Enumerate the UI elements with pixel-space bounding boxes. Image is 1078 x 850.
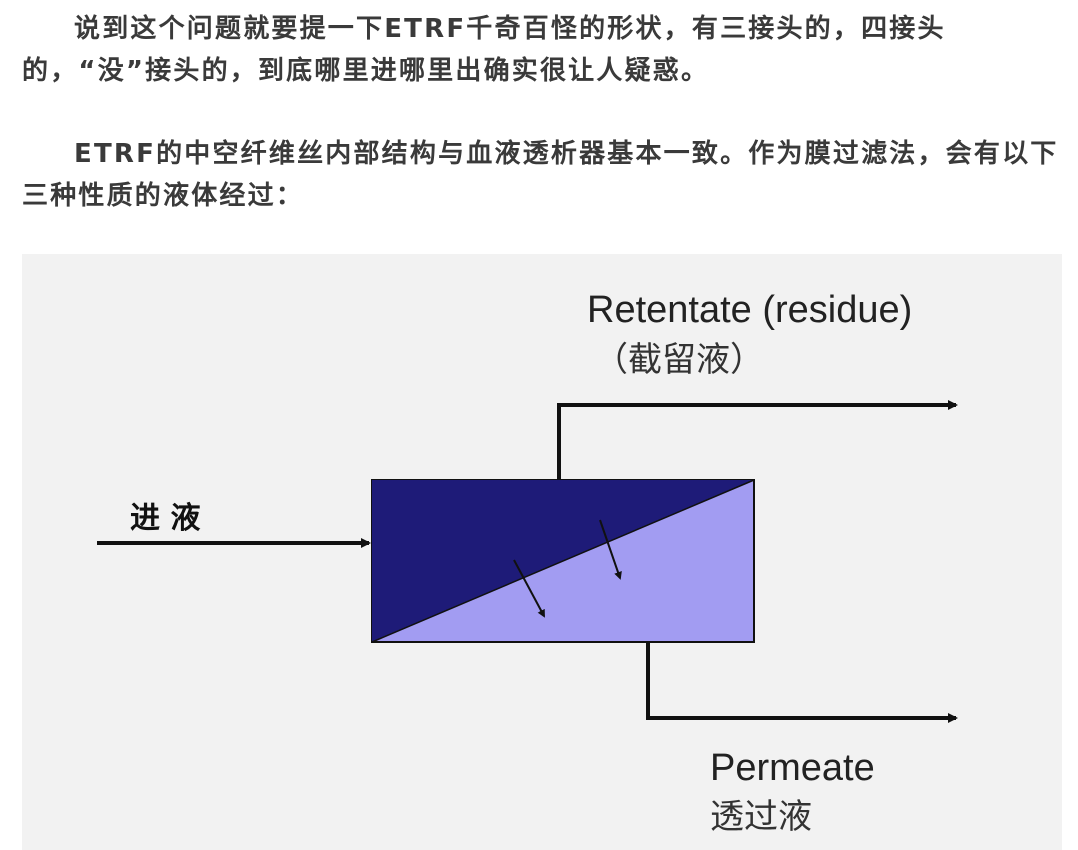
- retentate-arrow: [557, 400, 958, 480]
- membrane-flow-arrow: [599, 519, 622, 580]
- retentate-label-zh: （截留液）: [594, 340, 764, 380]
- intro-paragraph: 说到这个问题就要提一下ETRF千奇百怪的形状，有三接头的，四接头的，“没”接头的…: [22, 14, 946, 86]
- permeate-arrow: [646, 642, 958, 723]
- membrane-line: [371, 479, 755, 643]
- filtration-diagram-svg: 进 液 Retentate (residue) （截留液） Permeate 透…: [97, 289, 958, 837]
- feed-label: 进 液: [130, 501, 200, 536]
- filtration-diagram: 进 液 Retentate (residue) （截留液） Permeate 透…: [22, 254, 1062, 850]
- permeate-label-zh: 透过液: [710, 797, 812, 837]
- structure-paragraph: ETRF的中空纤维丝内部结构与血液透析器基本一致。作为膜过滤法，会有以下三种性质…: [22, 139, 1059, 211]
- permeate-label: Permeate: [710, 747, 875, 789]
- membrane-flow-arrow: [513, 559, 545, 618]
- retentate-label: Retentate (residue): [587, 289, 912, 331]
